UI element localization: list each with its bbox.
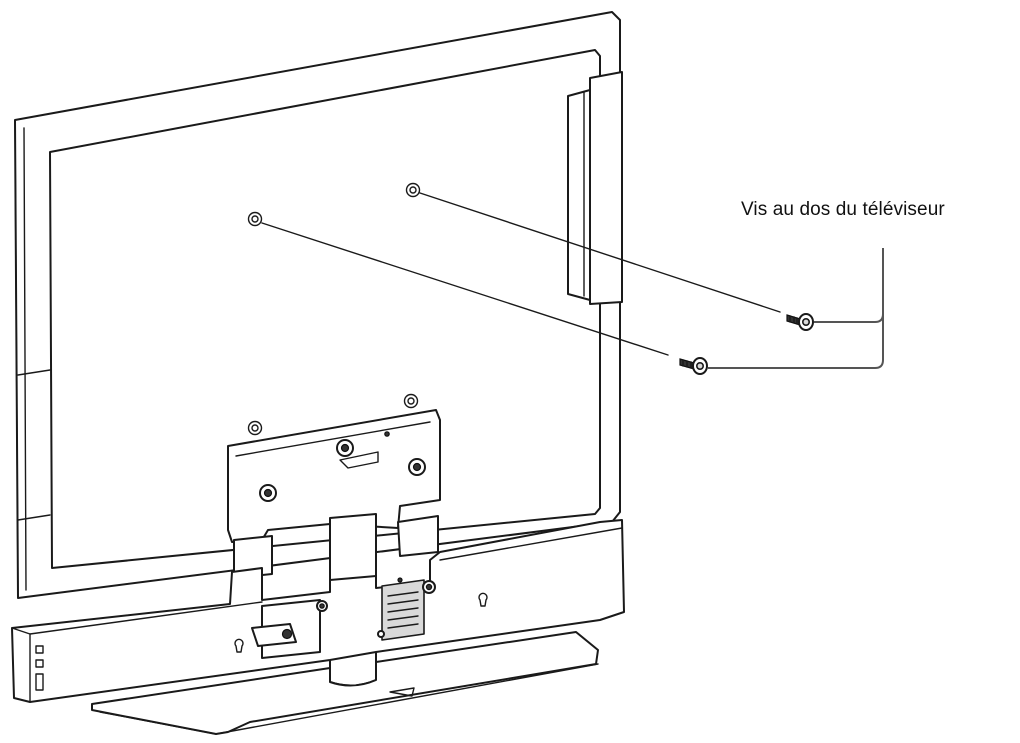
mounting-hole (247, 211, 263, 227)
mounting-hole (247, 420, 263, 436)
keyhole-icon (234, 638, 244, 653)
bracket-screw-icon (336, 439, 354, 457)
stand-bracket (227, 409, 441, 543)
side-connector-panel (567, 71, 623, 305)
bracket-screw-icon (408, 458, 426, 476)
callout-bracket (708, 248, 884, 369)
mounting-hole (403, 393, 419, 409)
screws-callout-label: Vis au dos du téléviseur (741, 199, 945, 220)
rear-connector-panel (251, 577, 436, 659)
indicator-led-icon (35, 659, 44, 668)
indicator-led-icon (35, 645, 44, 654)
screw-icon (786, 313, 814, 331)
power-button-icon (35, 673, 44, 691)
tv-back-panel (14, 11, 621, 599)
bracket-screw-icon (259, 484, 277, 502)
keyhole-icon (478, 592, 488, 607)
screw-arrow-line (261, 192, 781, 356)
base-slot (389, 687, 415, 697)
stand-base-plate (91, 631, 599, 735)
screw-icon (679, 357, 708, 375)
mounting-hole (405, 182, 421, 198)
